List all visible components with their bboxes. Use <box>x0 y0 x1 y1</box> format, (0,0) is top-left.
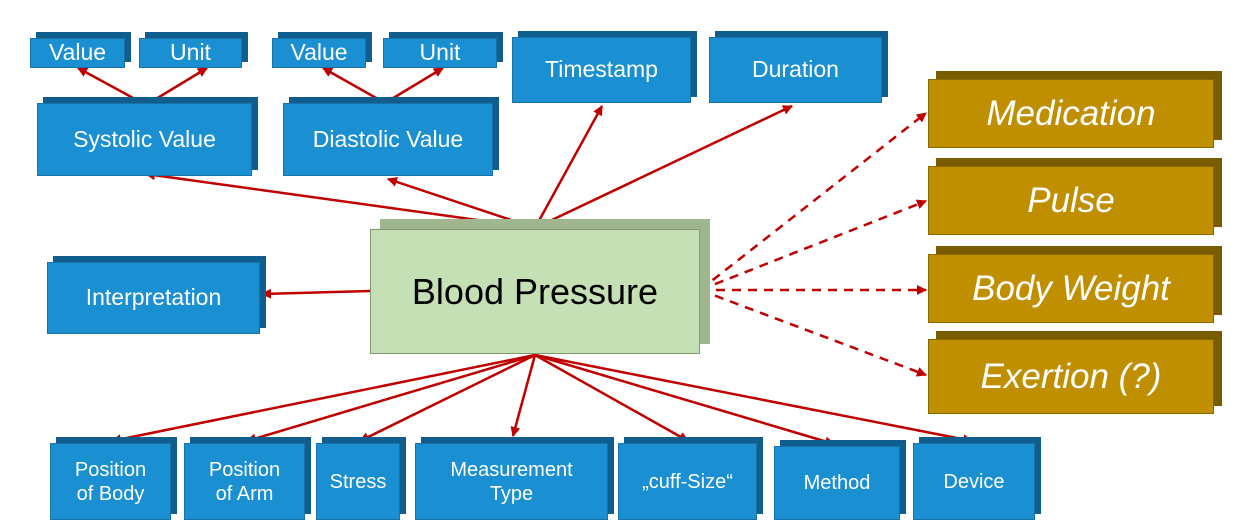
diastolic-value-box: Value <box>272 38 366 68</box>
diastolic-label: Diastolic Value <box>312 125 464 152</box>
arrow-systolic-unit <box>145 66 208 107</box>
arrow-to-diastolic <box>387 177 536 230</box>
device-node: Device <box>913 443 1035 520</box>
diastolic-unit-label: Unit <box>419 39 461 66</box>
arrow-diastolic-unit <box>384 66 444 105</box>
duration-label: Duration <box>752 56 839 83</box>
stress-label: Stress <box>329 470 387 493</box>
diastolic-unit-box: Unit <box>383 38 497 68</box>
position-of-body-node: Position of Body <box>50 443 171 520</box>
arrow-to-systolic <box>145 170 536 230</box>
diastolic-value-node: Diastolic Value <box>283 103 493 176</box>
arrow-to-timestamp <box>533 105 604 229</box>
diastolic-value-label: Value <box>290 39 348 66</box>
blood-pressure-label: Blood Pressure <box>411 270 659 312</box>
body-weight-label: Body Weight <box>972 268 1170 308</box>
arrow-to-method <box>534 353 835 447</box>
timestamp-label: Timestamp <box>545 56 658 83</box>
position-of-arm-label: Position of Arm <box>208 458 281 505</box>
cuff-size-label: „cuff-Size“ <box>642 470 733 493</box>
systolic-value-label: Value <box>48 39 107 66</box>
measurement-type-node: Measurement Type <box>415 443 608 520</box>
timestamp-node: Timestamp <box>512 37 691 103</box>
arrow-to-device <box>534 353 973 445</box>
arrow-diastolic-value <box>322 66 386 105</box>
systolic-unit-label: Unit <box>170 39 211 66</box>
arrow-to-stress <box>359 353 536 443</box>
method-label: Method <box>803 472 871 494</box>
dashed-arrow-exertion <box>699 288 927 377</box>
systolic-value-box: Value <box>30 38 125 68</box>
stress-node: Stress <box>316 443 400 520</box>
arrow-to-cuff-size <box>534 353 689 443</box>
blood-pressure-node: Blood Pressure <box>370 229 700 354</box>
duration-node: Duration <box>709 37 882 103</box>
interpretation-node: Interpretation <box>47 262 260 334</box>
systolic-value-node: Systolic Value <box>37 103 252 176</box>
body-weight-node: Body Weight <box>928 254 1214 323</box>
device-label: Device <box>943 470 1005 493</box>
arrow-to-measurement-type <box>510 354 537 437</box>
medication-node: Medication <box>928 79 1214 148</box>
cuff-size-node: „cuff-Size“ <box>618 443 757 520</box>
measurement-type-label: Measurement Type <box>450 458 573 505</box>
dashed-arrow-pulse <box>699 199 927 292</box>
arrow-systolic-value <box>77 66 147 107</box>
systolic-label: Systolic Value <box>73 125 216 152</box>
systolic-unit-box: Unit <box>139 38 242 68</box>
pulse-label: Pulse <box>1027 180 1115 220</box>
interpretation-label: Interpretation <box>85 284 222 311</box>
dashed-arrow-medication <box>699 112 927 291</box>
arrow-to-position-body <box>111 353 536 445</box>
position-of-body-label: Position of Body <box>74 458 147 505</box>
arrow-to-interpretation <box>261 288 371 299</box>
method-node: Method <box>774 446 900 520</box>
pulse-node: Pulse <box>928 166 1214 235</box>
exertion-node: Exertion (?) <box>928 339 1214 414</box>
medication-label: Medication <box>986 93 1156 133</box>
position-of-arm-node: Position of Arm <box>184 443 305 520</box>
arrow-to-duration <box>534 104 793 230</box>
arrow-to-position-arm <box>246 353 536 444</box>
exertion-label: Exertion (?) <box>980 356 1162 396</box>
